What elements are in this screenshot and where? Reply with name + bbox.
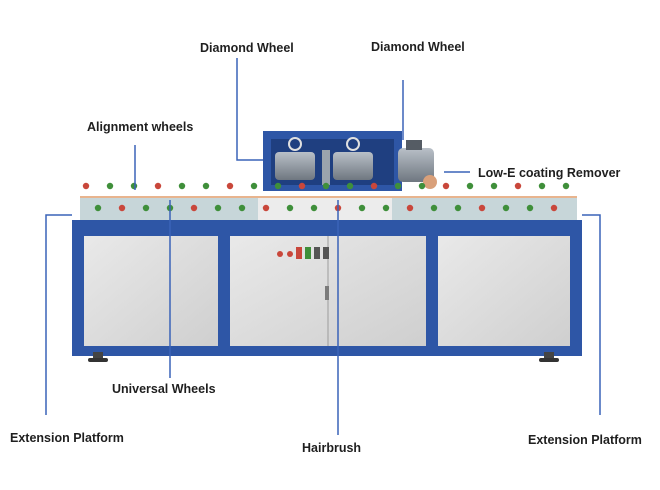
alignment-wheel [106,182,114,190]
alignment-wheel [310,204,318,212]
alignment-wheel [130,182,138,190]
alignment-wheel [490,182,498,190]
alignment-wheel [418,182,426,190]
callout-extension-platform-right [582,214,601,415]
control-panel [277,247,329,259]
alignment-wheel [322,182,330,190]
label-diamond-wheel-left: Diamond Wheel [200,41,294,55]
alignment-wheel [94,204,102,212]
low-e-coating-remover-unit [398,140,437,189]
alignment-wheel [262,204,270,212]
alignment-wheel [190,204,198,212]
alignment-wheel [358,204,366,212]
alignment-wheel [298,182,306,190]
label-low-e-coating-remover: Low-E coating Remover [478,166,621,180]
label-universal-wheels: Universal Wheels [112,382,216,396]
label-extension-platform-right: Extension Platform [528,433,642,447]
alignment-wheel [442,182,450,190]
cabinet-panel-left [84,236,218,346]
alignment-wheel [538,182,546,190]
alignment-wheel [562,182,570,190]
alignment-wheel [346,182,354,190]
diamond-wheel-motor-left [275,152,315,180]
alignment-wheel [286,204,294,212]
alignment-wheel [226,182,234,190]
alignment-wheel [202,182,210,190]
alignment-wheel [550,204,558,212]
label-alignment-wheels: Alignment wheels [87,120,194,134]
alignment-wheel [142,204,150,212]
callout-lines [45,58,601,435]
alignment-wheel [502,204,510,212]
alignment-wheel [466,182,474,190]
diamond-wheel-motor-right [333,152,373,180]
diamond-wheel-housing [263,131,402,191]
alignment-wheel [454,204,462,212]
alignment-wheel [238,204,246,212]
callout-diamond-wheel-left [236,58,263,161]
label-hairbrush: Hairbrush [302,441,362,455]
roller-strip-top [80,196,577,198]
alignment-wheel [514,182,522,190]
alignment-wheel [82,182,90,190]
label-diamond-wheel-right: Diamond Wheel [371,40,465,54]
alignment-wheel [118,204,126,212]
alignment-wheel [526,204,534,212]
alignment-wheel [214,204,222,212]
alignment-wheel [430,204,438,212]
callout-extension-platform-left [45,214,72,415]
alignment-wheel [154,182,162,190]
alignment-wheel [370,182,378,190]
alignment-wheel [250,182,258,190]
label-extension-platform-left: Extension Platform [10,431,124,445]
alignment-wheel [394,182,402,190]
alignment-wheel [382,204,390,212]
alignment-wheel [178,182,186,190]
handwheel-left-icon [288,137,302,151]
alignment-wheel [274,182,282,190]
alignment-roller-row [82,182,570,212]
cabinet-door-handle [325,286,329,300]
hairbrush-bed [258,196,392,222]
alignment-wheel [406,204,414,212]
handwheel-right-icon [346,137,360,151]
alignment-wheel [478,204,486,212]
cabinet-panel-right [438,236,570,346]
